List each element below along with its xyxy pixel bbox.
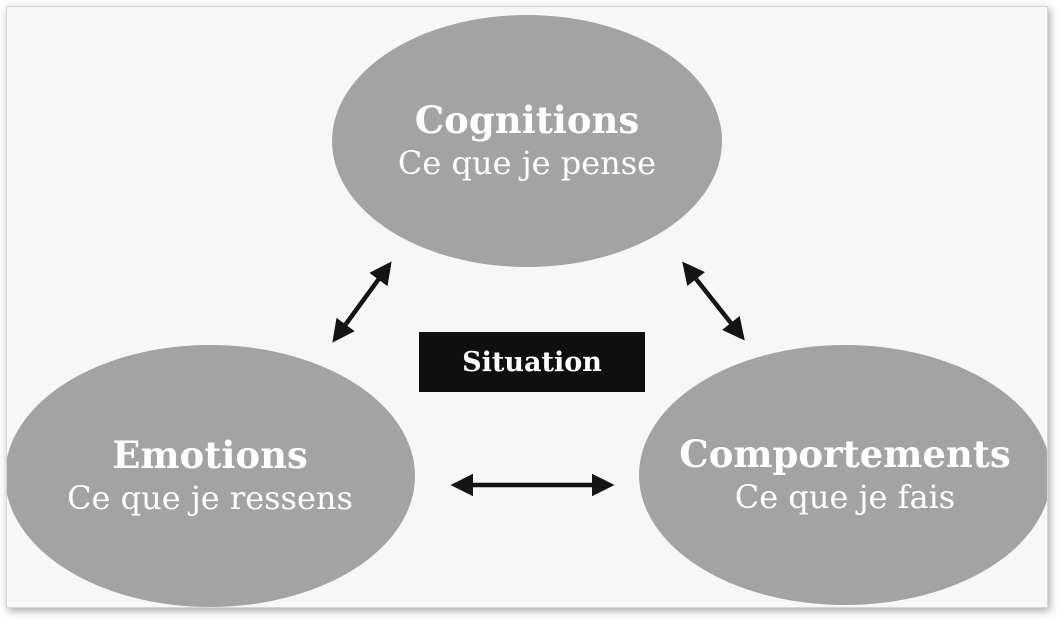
arrow-cognitions-emotions [332, 261, 392, 343]
emotions-node: Emotions Ce que je ressens [7, 345, 415, 607]
emotions-title: Emotions [112, 433, 308, 477]
comportements-node: Comportements Ce que je fais [639, 345, 1047, 605]
cognitions-subtitle: Ce que je pense [397, 144, 657, 182]
comportements-subtitle: Ce que je fais [734, 478, 956, 516]
arrow-cognitions-comportements [682, 261, 745, 341]
comportements-title: Comportements [679, 432, 1011, 476]
diagram-frame: Cognitions Ce que je pense Emotions Ce q… [6, 6, 1048, 608]
situation-box: Situation [419, 332, 645, 392]
arrows-layer [332, 261, 745, 497]
cognitions-node: Cognitions Ce que je pense [332, 15, 722, 267]
emotions-subtitle: Ce que je ressens [67, 479, 353, 517]
cognitions-title: Cognitions [414, 98, 640, 142]
situation-label: Situation [462, 346, 602, 378]
